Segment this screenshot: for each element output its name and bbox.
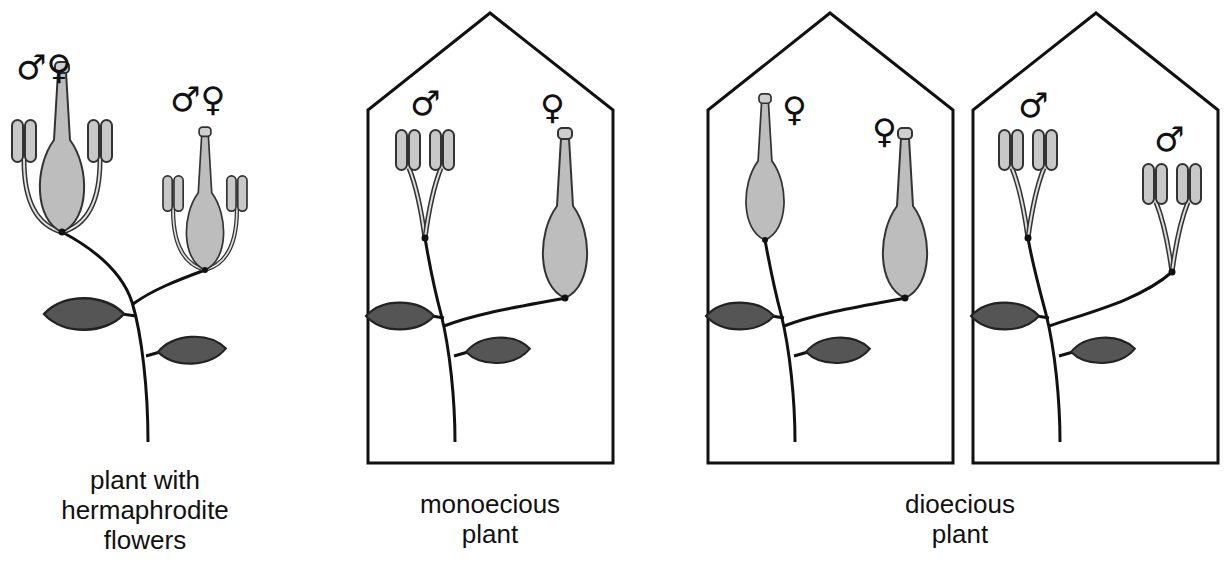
caption-label: dioecious plant: [885, 490, 1035, 550]
caption-label: monoecious plant: [408, 490, 573, 550]
dioecious-male-plant: [971, 130, 1201, 442]
sex-symbol: ♂: [410, 84, 440, 123]
sex-symbol: ♀: [872, 112, 897, 151]
caption-label: plant with hermaphrodite flowers: [30, 466, 260, 556]
sex-symbol: ♀: [782, 90, 807, 129]
sex-symbol: ♂: [1154, 120, 1184, 159]
dioecious-female-plant: [706, 94, 927, 442]
sex-symbol: ♂♀: [170, 80, 225, 119]
hermaphrodite-plant: [12, 62, 247, 442]
sex-symbol: ♂♀: [16, 48, 71, 87]
sex-symbol: ♂: [1018, 86, 1048, 125]
enclosure-outline: [973, 13, 1218, 463]
sex-symbol: ♀: [540, 88, 565, 127]
enclosure-outline: [708, 13, 953, 463]
enclosure-outline: [368, 13, 613, 463]
monoecious-plant: [366, 128, 587, 442]
